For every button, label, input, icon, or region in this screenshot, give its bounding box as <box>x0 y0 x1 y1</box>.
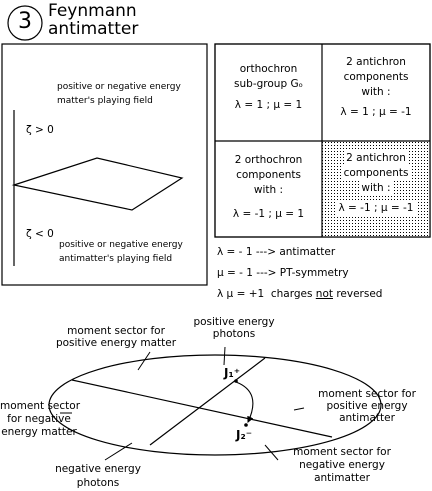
title-line1: Feynmann <box>48 1 137 21</box>
label-neg-energy-matter: moment sector for negative energy matter <box>0 400 81 438</box>
antimatter-field-label-1: positive or negative energy <box>59 240 183 250</box>
cell-orthochron-subgroup: orthochron sub-group Gₒ λ = 1 ; μ = 1 <box>234 63 303 111</box>
label-neg-energy-antimatter: moment sector for negative energy antima… <box>293 446 391 484</box>
legend-charges: λ μ = +1 charges not reversed <box>217 288 383 300</box>
label-pos-energy-matter: moment sector for positive energy matter <box>55 325 177 349</box>
matter-field-label-2: matter's playing field <box>57 96 153 106</box>
label-neg-energy-photons: negative energy photons <box>55 463 141 489</box>
divider-b <box>149 357 266 446</box>
left-panel-frame <box>1 43 208 286</box>
divider-a <box>71 379 333 438</box>
moment-ellipse <box>48 354 382 456</box>
label-pos-energy-photons: positive energy photons <box>193 316 275 340</box>
zeta-negative-label: ζ < 0 <box>26 228 54 240</box>
cell-orthochron-lambda-neg: 2 orthochron components with : λ = -1 ; … <box>232 154 305 220</box>
title-line2: antimatter <box>48 19 139 39</box>
number-label: 3 <box>18 9 32 34</box>
legend-pt-symmetry: μ = - 1 ---> PT-symmetry <box>217 267 349 279</box>
number-circle <box>7 5 43 41</box>
cell-antichron-both-neg: 2 antichron components with : λ = -1 ; μ… <box>336 151 416 216</box>
matter-field-label-1: positive or negative energy <box>57 82 181 92</box>
zeta-positive-label: ζ > 0 <box>26 124 54 136</box>
j-transition-arrow <box>235 381 254 423</box>
playing-plane <box>11 157 184 211</box>
label-pos-energy-antimatter: moment sector for positive energy antima… <box>318 388 416 424</box>
cell-antichron-mu-neg: 2 antichron components with : λ = 1 ; μ … <box>340 56 412 118</box>
antimatter-field-label-2: antimatter's playing field <box>59 254 173 264</box>
legend-antimatter: λ = - 1 ---> antimatter <box>217 246 336 258</box>
j1-label: J₁⁺ <box>224 366 241 380</box>
j2-label: J₂⁻ <box>236 428 253 442</box>
